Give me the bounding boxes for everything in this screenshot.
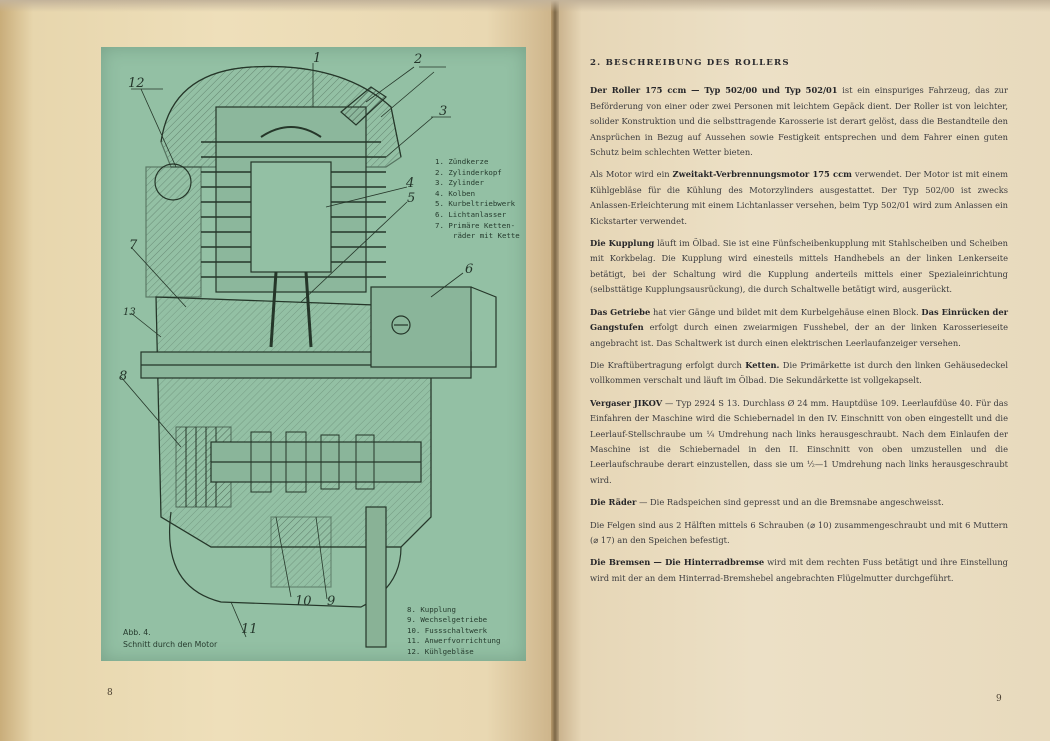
legend-item: 11. Anwerfvorrichtung [407,636,501,646]
paragraph-1: Der Roller 175 ccm — Typ 502/00 und Typ … [590,85,1008,158]
bold-term: Die Räder [590,497,637,508]
page-number-right: 9 [996,694,1002,704]
figure-legend-bottom: 8. Kupplung 9. Wechselgetriebe 10. Fusss… [407,605,525,657]
figure-caption-text: Schnitt durch den Motor [123,639,218,649]
figure-legend-top: 1. Zündkerze 2. Zylinderkopf 3. Zylinder… [435,157,525,242]
legend-item: 4. Kolben [435,188,476,198]
paragraph-6: Vergaser JIKOV — Typ 2924 S 13. Durchlas… [590,397,1009,485]
bold-term: Ketten. [745,359,780,370]
callout-11: 11 [241,622,258,637]
figure-caption-label: Abb. 4. [123,628,151,637]
legend-item: 12. Kühlgebläse [407,646,474,656]
bold-term: Der Roller 175 ccm — Typ 502/00 und Typ … [590,85,838,96]
legend-item: 7. Primäre Ketten- [435,220,516,230]
book-gutter [551,0,559,741]
paragraph-5: Die Kraftübertragung erfolgt durch Kette… [590,359,1008,386]
callout-7: 7 [129,238,138,253]
callout-8: 8 [119,369,127,384]
callout-12: 12 [128,76,145,91]
bold-term: Zweitakt-Verbrennungsmotor 175 ccm [672,169,852,180]
paragraph-4: Das Getriebe hat vier Gänge und bildet m… [590,306,1008,348]
bold-term: Vergaser JIKOV [590,397,663,408]
figure-caption: Abb. 4. Schnitt durch den Motor [123,627,217,650]
legend-item: 3. Zylinder [435,178,484,188]
bold-term: Das Einrücken der Gangstufen [590,306,1008,333]
bold-term: Die Kupplung [590,238,655,249]
paragraph-9: Die Bremsen — Die Hinterradbremse wird m… [590,557,1008,583]
legend-item: 8. Kupplung [407,605,456,614]
legend-item-continuation: räder mit Kette [453,231,520,241]
callout-1: 1 [313,51,321,66]
bold-term: Das Getriebe [590,306,651,317]
legend-item: 2. Zylinderkopf [435,167,502,177]
callout-13: 13 [123,307,136,318]
callout-2: 2 [413,52,422,67]
right-page-text: 2. BESCHREIBUNG DES ROLLERS Der Roller 1… [590,56,1008,593]
legend-item: 5. Kurbeltriebwerk [435,199,516,209]
callout-6: 6 [465,262,473,277]
paragraph-3: Die Kupplung läuft im Ölbad. Sie ist ein… [590,238,1008,295]
legend-item: 6. Lichtanlasser [435,209,507,219]
callout-3: 3 [439,104,447,119]
legend-item: 10. Fussschaltwerk [407,625,488,635]
page-number-left: 8 [107,688,113,698]
paragraph-7: Die Räder — Die Radspeichen sind gepress… [590,497,944,508]
paragraphs: Der Roller 175 ccm — Typ 502/00 und Typ … [590,83,1008,586]
engine-cross-section-drawing: 1 2 3 4 5 6 7 8 9 10 11 12 13 [119,51,497,648]
paragraph-2: Als Motor wird ein Zweitakt-Verbrennungs… [590,169,1008,226]
top-shadow [0,0,1050,12]
right-page [557,0,1050,741]
callout-10: 10 [295,594,312,609]
engine-figure-plate: 1 2 3 4 5 6 7 8 9 10 11 12 13 1. Zündker… [101,47,526,661]
legend-item: 9. Wechselgetriebe [407,615,488,625]
bold-term: Die Bremsen — Die Hinterradbremse [590,557,765,568]
legend-item: 1. Zündkerze [435,157,489,166]
paragraph-8: Die Felgen sind aus 2 Hälften mittels 6 … [590,519,1008,545]
callout-4: 4 [405,176,414,191]
callout-9: 9 [327,594,335,609]
callout-5: 5 [407,191,415,206]
section-heading: 2. BESCHREIBUNG DES ROLLERS [590,58,790,68]
